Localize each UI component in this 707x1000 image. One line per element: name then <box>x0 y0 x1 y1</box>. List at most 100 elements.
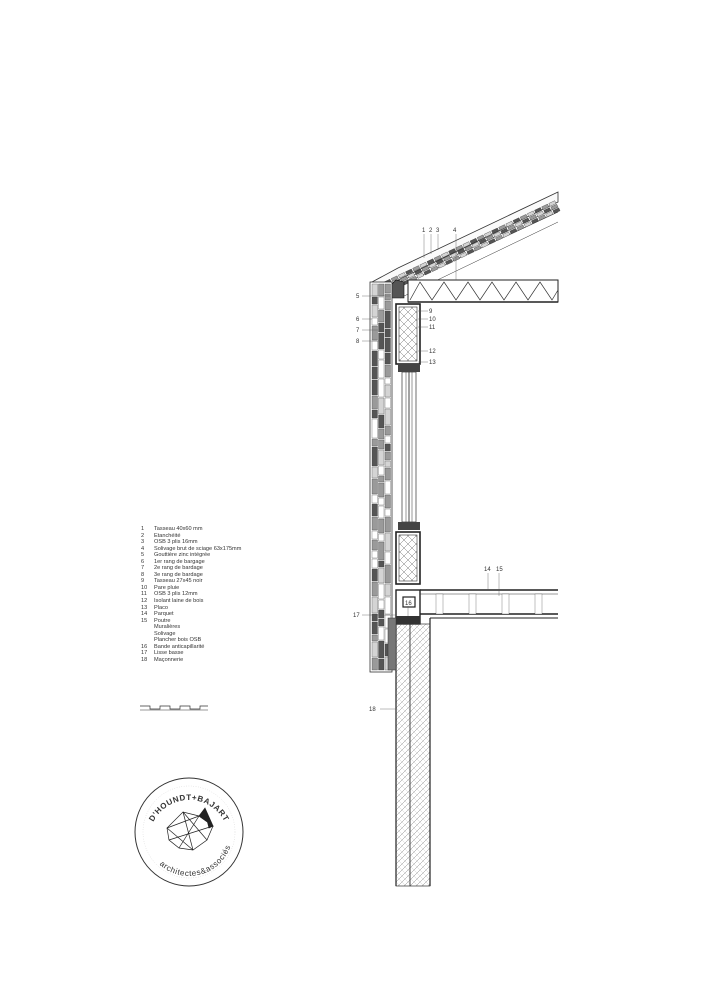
cladding-board <box>384 494 391 509</box>
floor-joist <box>534 593 543 615</box>
roof-tile <box>545 211 554 218</box>
cladding-board <box>371 395 378 410</box>
cladding-board <box>378 449 385 466</box>
cladding-board <box>378 541 385 561</box>
roof-tile <box>430 265 439 272</box>
cladding-board <box>371 568 378 582</box>
cladding-board <box>378 378 385 398</box>
roof-tile <box>484 231 492 238</box>
cladding-board <box>384 310 391 329</box>
legend-number: 17 <box>141 650 148 657</box>
cladding-board <box>371 621 378 635</box>
callout-2: 2 <box>429 228 433 234</box>
cladding-board <box>371 350 378 367</box>
cladding-board <box>384 352 391 365</box>
cladding-board <box>371 530 378 540</box>
cladding-board <box>371 641 378 658</box>
cladding-board <box>384 551 391 565</box>
legend-number: 10 <box>141 584 148 591</box>
legend-number: 2 <box>141 532 145 539</box>
cladding-board <box>378 309 385 323</box>
callout-3: 3 <box>436 228 440 234</box>
cladding-board <box>384 384 391 398</box>
cladding-board <box>378 414 385 429</box>
company-logo: D'HOUNDT+BAJART architectes&associés <box>134 777 244 887</box>
cladding-board <box>378 626 385 641</box>
scale-bar <box>140 705 208 711</box>
cladding-board <box>384 364 391 378</box>
roof-tile <box>543 207 552 214</box>
roof-tile <box>495 235 503 242</box>
floor-joist <box>501 593 510 615</box>
cladding-board <box>384 583 391 597</box>
roof-tile <box>445 258 453 265</box>
callout-18: 18 <box>369 707 376 713</box>
cladding-board <box>384 460 391 468</box>
cladding-board <box>371 539 378 551</box>
cladding-board <box>371 446 378 467</box>
cladding-board <box>378 599 385 610</box>
roof-tile <box>550 204 559 211</box>
cladding-board <box>384 532 391 552</box>
legend-text: Poutre <box>154 617 171 624</box>
floor-joists <box>435 593 543 615</box>
roof-tile <box>552 207 561 214</box>
cladding-board <box>371 317 378 326</box>
legend-text: 2e rang de bardage <box>154 565 203 572</box>
legend-number: 14 <box>141 611 148 618</box>
cladding-board <box>384 293 391 301</box>
cladding-board <box>371 418 378 439</box>
legend-number: 5 <box>141 552 145 559</box>
legend-number: 8 <box>141 571 145 578</box>
legend-item: 2 Etanchéité <box>141 533 241 540</box>
cladding-board <box>371 466 378 479</box>
callout-8: 8 <box>356 339 360 345</box>
legend-number: 15 <box>141 617 148 624</box>
roof-tile <box>433 255 442 262</box>
callout-7: 7 <box>356 328 360 334</box>
legend-text: Etanchéité <box>154 532 181 539</box>
roof-tile <box>437 262 446 269</box>
callout-16: 16 <box>405 601 412 607</box>
roof-tile <box>426 258 435 265</box>
legend-text: Placo <box>154 604 168 611</box>
cladding-board <box>371 634 378 642</box>
masonry-section <box>387 617 558 887</box>
cladding-board <box>378 533 385 542</box>
legend-item: 10 Pare pluie <box>141 585 241 592</box>
cladding-boards <box>371 283 391 671</box>
cladding-board <box>371 409 378 419</box>
cladding-board <box>371 613 378 622</box>
legend-number: 1 <box>141 526 145 532</box>
roof-tile <box>534 207 542 214</box>
cladding-board <box>378 640 385 659</box>
roof-tile <box>507 224 516 231</box>
roof-tile <box>476 234 485 241</box>
legend-text: Gouttière zinc intégrée <box>154 552 211 559</box>
cladding-board <box>378 658 385 671</box>
cladding-board <box>371 304 378 318</box>
cladding-board <box>371 340 378 351</box>
legend-item: 15 Poutre <box>141 618 241 625</box>
roof-tile <box>457 248 466 255</box>
roof-tile <box>491 227 499 234</box>
legend-number: 11 <box>141 591 147 598</box>
roof-tile <box>538 214 546 221</box>
cladding-board <box>371 596 378 614</box>
legend-text: Pare pluie <box>154 584 180 591</box>
roof-tile <box>531 217 539 224</box>
cladding-board <box>371 438 378 447</box>
cladding-board <box>384 508 391 517</box>
roof-tile <box>407 272 415 279</box>
